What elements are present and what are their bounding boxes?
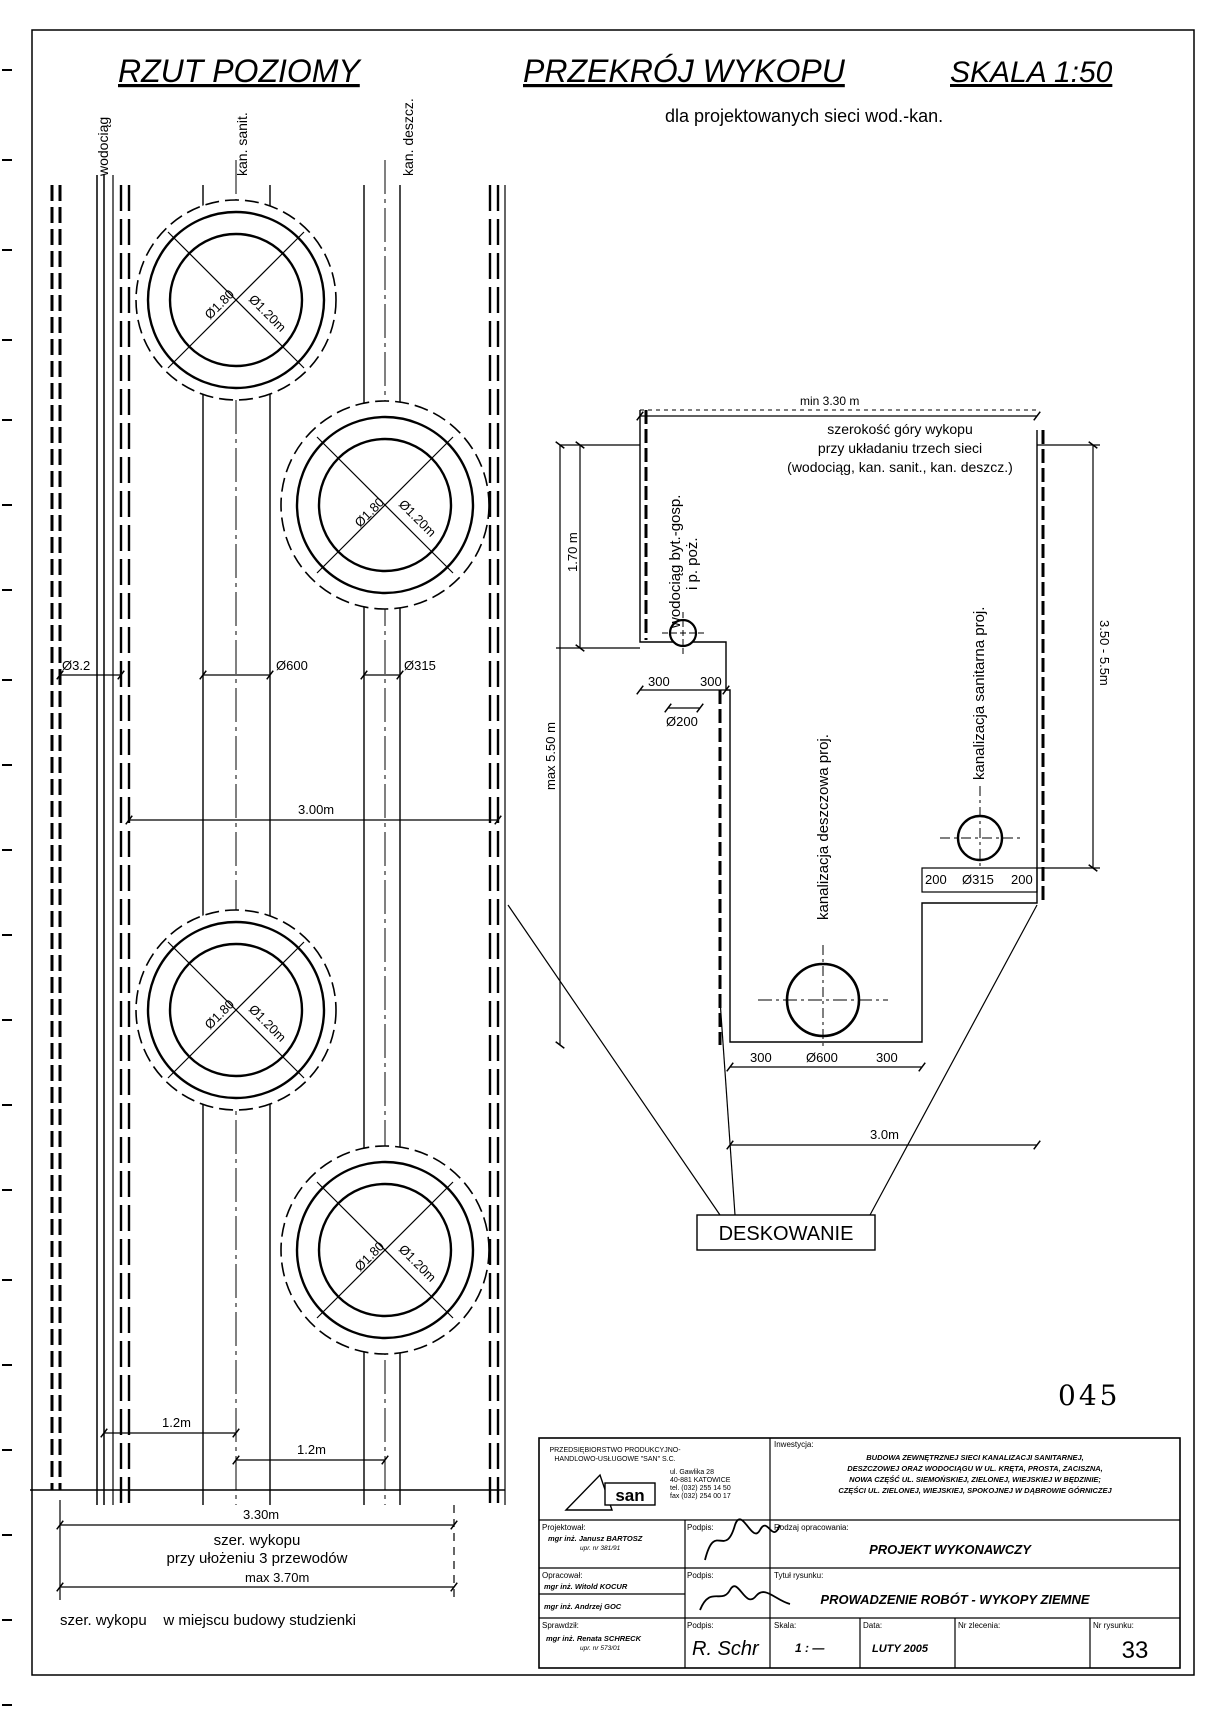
scale-label: Skala: — [774, 1621, 796, 1630]
sanitary-bedding — [921, 867, 1038, 893]
section-title: PRZEKRÓJ WYKOPU — [523, 53, 846, 89]
date-label: Data: — [863, 1621, 882, 1630]
note-three-pipes: przy ułożeniu 3 przewodów — [167, 1550, 348, 1567]
svg-text:HANDLOWO-USŁUGOWE "SAN" S.C.: HANDLOWO-USŁUGOWE "SAN" S.C. — [554, 1456, 675, 1463]
well-1 — [135, 199, 337, 401]
svg-text:CZĘŚCI UL. ZIELONEJ, WIEJSKIEJ: CZĘŚCI UL. ZIELONEJ, WIEJSKIEJ, SPOKOJNE… — [838, 1486, 1112, 1495]
well-3 — [135, 909, 337, 1111]
dim-12m-b: 1.2m — [297, 1442, 326, 1457]
label-water-section: wodociąg byt.-gosp. — [667, 495, 684, 629]
dim-30m: 3.0m — [870, 1127, 899, 1142]
dim-max550: max 5.50 m — [543, 722, 558, 790]
company-logo: san — [564, 1473, 656, 1511]
dim-600: Ø600 — [276, 658, 308, 673]
dim-200-b: 200 — [1011, 872, 1033, 887]
dim-350-55: 3.50 - 5.5m — [1097, 620, 1112, 686]
dim-12m-a: 1.2m — [162, 1415, 191, 1430]
signature-label-2: Podpis: — [687, 1571, 714, 1580]
section-pipes — [662, 612, 1020, 1050]
signature-label-1: Podpis: — [687, 1523, 714, 1532]
designer-license: upr. nr 381/91 — [580, 1545, 621, 1552]
signature-1 — [704, 1518, 781, 1561]
company-info: PRZEDSIĘBIORSTWO PRODUKCYJNO- HANDLOWO-U… — [549, 1447, 730, 1500]
investment-text: BUDOWA ZEWNĘTRZNEJ SIECI KANALIZACJI SAN… — [838, 1453, 1112, 1495]
dim-d200: Ø200 — [666, 714, 698, 729]
formwork-label: DESKOWANIE — [719, 1223, 854, 1245]
dim-d600: Ø600 — [806, 1050, 838, 1065]
dim-200-a: 200 — [925, 872, 947, 887]
svg-text:fax (032) 254 00 17: fax (032) 254 00 17 — [670, 1493, 731, 1500]
trench-desc-2: przy układaniu trzech sieci — [818, 440, 982, 456]
checked-license: upr. nr 573/01 — [580, 1645, 621, 1652]
dim-300-b: 300 — [700, 674, 722, 689]
section-scale: SKALA 1:50 — [950, 56, 1113, 89]
section-subtitle: dla projektowanych sieci wod.-kan. — [665, 106, 943, 126]
prepared-name-2: mgr inż. Andrzej GOC — [544, 1602, 622, 1611]
dim-300-c: 300 — [750, 1050, 772, 1065]
dim-32: Ø3.2 — [62, 658, 90, 673]
scale-value: 1 : — — [795, 1641, 825, 1655]
svg-text:san: san — [615, 1486, 644, 1505]
dim-300m: 3.00m — [298, 802, 334, 817]
drawing-frame — [31, 29, 1195, 1676]
drawing-title-label: Tytuł rysunku: — [774, 1571, 823, 1580]
trench-desc-1: szerokość góry wykopu — [827, 421, 973, 437]
dim-min330: min 3.30 m — [800, 394, 859, 408]
section-dimensions — [507, 411, 1100, 1216]
svg-text:40-881 KATOWICE: 40-881 KATOWICE — [670, 1477, 731, 1484]
checked-name: mgr inż. Renata SCHRECK — [546, 1634, 642, 1643]
checked-label: Sprawdził: — [542, 1621, 579, 1630]
label-water-section-2: i p. poż. — [684, 537, 701, 590]
dim-300-a: 300 — [648, 674, 670, 689]
designer-name: mgr inż. Janusz BARTOSZ — [548, 1534, 643, 1543]
dim-170: 1.70 m — [565, 532, 580, 572]
title-block — [538, 1437, 1181, 1669]
label-storm-section: kanalizacja deszczowa proj. — [815, 734, 832, 920]
prepared-label: Opracował: — [542, 1571, 582, 1580]
plan-dimensions — [30, 670, 505, 1600]
dim-315: Ø315 — [404, 658, 436, 673]
well-2 — [280, 400, 490, 610]
designer-label: Projektował: — [542, 1523, 586, 1532]
svg-text:tel. (032) 255 14 50: tel. (032) 255 14 50 — [670, 1485, 731, 1492]
signature-3: R. Schr — [692, 1638, 760, 1660]
dim-330m: 3.30m — [243, 1507, 279, 1522]
note-well-width: szer. wykopu w miejscu budowy studzienki — [60, 1612, 356, 1629]
label-sanitary: kan. sanit. — [234, 112, 250, 176]
drawing-title: PROWADZENIE ROBÓT - WYKOPY ZIEMNE — [820, 1592, 1089, 1607]
note-trench-width: szer. wykopu — [214, 1532, 301, 1549]
drawing-number-label: Nr rysunku: — [1093, 1621, 1134, 1630]
signature-2 — [699, 1585, 791, 1611]
dim-d315: Ø315 — [962, 872, 994, 887]
margin-ticks — [2, 69, 12, 1706]
label-storm: kan. deszcz. — [400, 98, 416, 176]
prepared-name-1: mgr inż. Witold KOCUR — [544, 1582, 628, 1591]
date-value: LUTY 2005 — [872, 1643, 929, 1655]
signature-label-3: Podpis: — [687, 1621, 714, 1630]
doc-type-label: Rodzaj opracowania: — [774, 1523, 849, 1532]
svg-text:ul. Gawlika 28: ul. Gawlika 28 — [670, 1469, 714, 1476]
trench-desc-3: (wodociąg, kan. sanit., kan. deszcz.) — [787, 459, 1013, 475]
sheet-stamp-number: 045 — [1058, 1379, 1120, 1412]
order-label: Nr zlecenia: — [958, 1621, 1000, 1630]
svg-text:PRZEDSIĘBIORSTWO PRODUKCYJNO-: PRZEDSIĘBIORSTWO PRODUKCYJNO- — [549, 1447, 681, 1454]
svg-text:DESZCZOWEJ ORAZ WODOCIĄGU W UL: DESZCZOWEJ ORAZ WODOCIĄGU W UL. KRĘTA, P… — [847, 1464, 1103, 1473]
dim-max370: max 3.70m — [245, 1570, 309, 1585]
label-water: wodociąg — [95, 117, 111, 177]
dim-300-d: 300 — [876, 1050, 898, 1065]
svg-text:NOWA CZĘŚĆ UL. SIEMOŃSKIEJ, ZI: NOWA CZĘŚĆ UL. SIEMOŃSKIEJ, ZIELONEJ, WI… — [849, 1475, 1101, 1484]
drawing-number: 33 — [1122, 1637, 1149, 1664]
plan-title: RZUT POZIOMY — [118, 53, 362, 89]
svg-text:BUDOWA ZEWNĘTRZNEJ SIECI KANAL: BUDOWA ZEWNĘTRZNEJ SIECI KANALIZACJI SAN… — [866, 1453, 1084, 1462]
label-sanitary-section: kanalizacja sanitarna proj. — [971, 607, 988, 780]
formwork-label-box — [696, 1214, 876, 1251]
well-4 — [280, 1145, 490, 1355]
investment-label: Inwestycja: — [774, 1440, 814, 1449]
doc-type: PROJEKT WYKONAWCZY — [869, 1542, 1032, 1557]
